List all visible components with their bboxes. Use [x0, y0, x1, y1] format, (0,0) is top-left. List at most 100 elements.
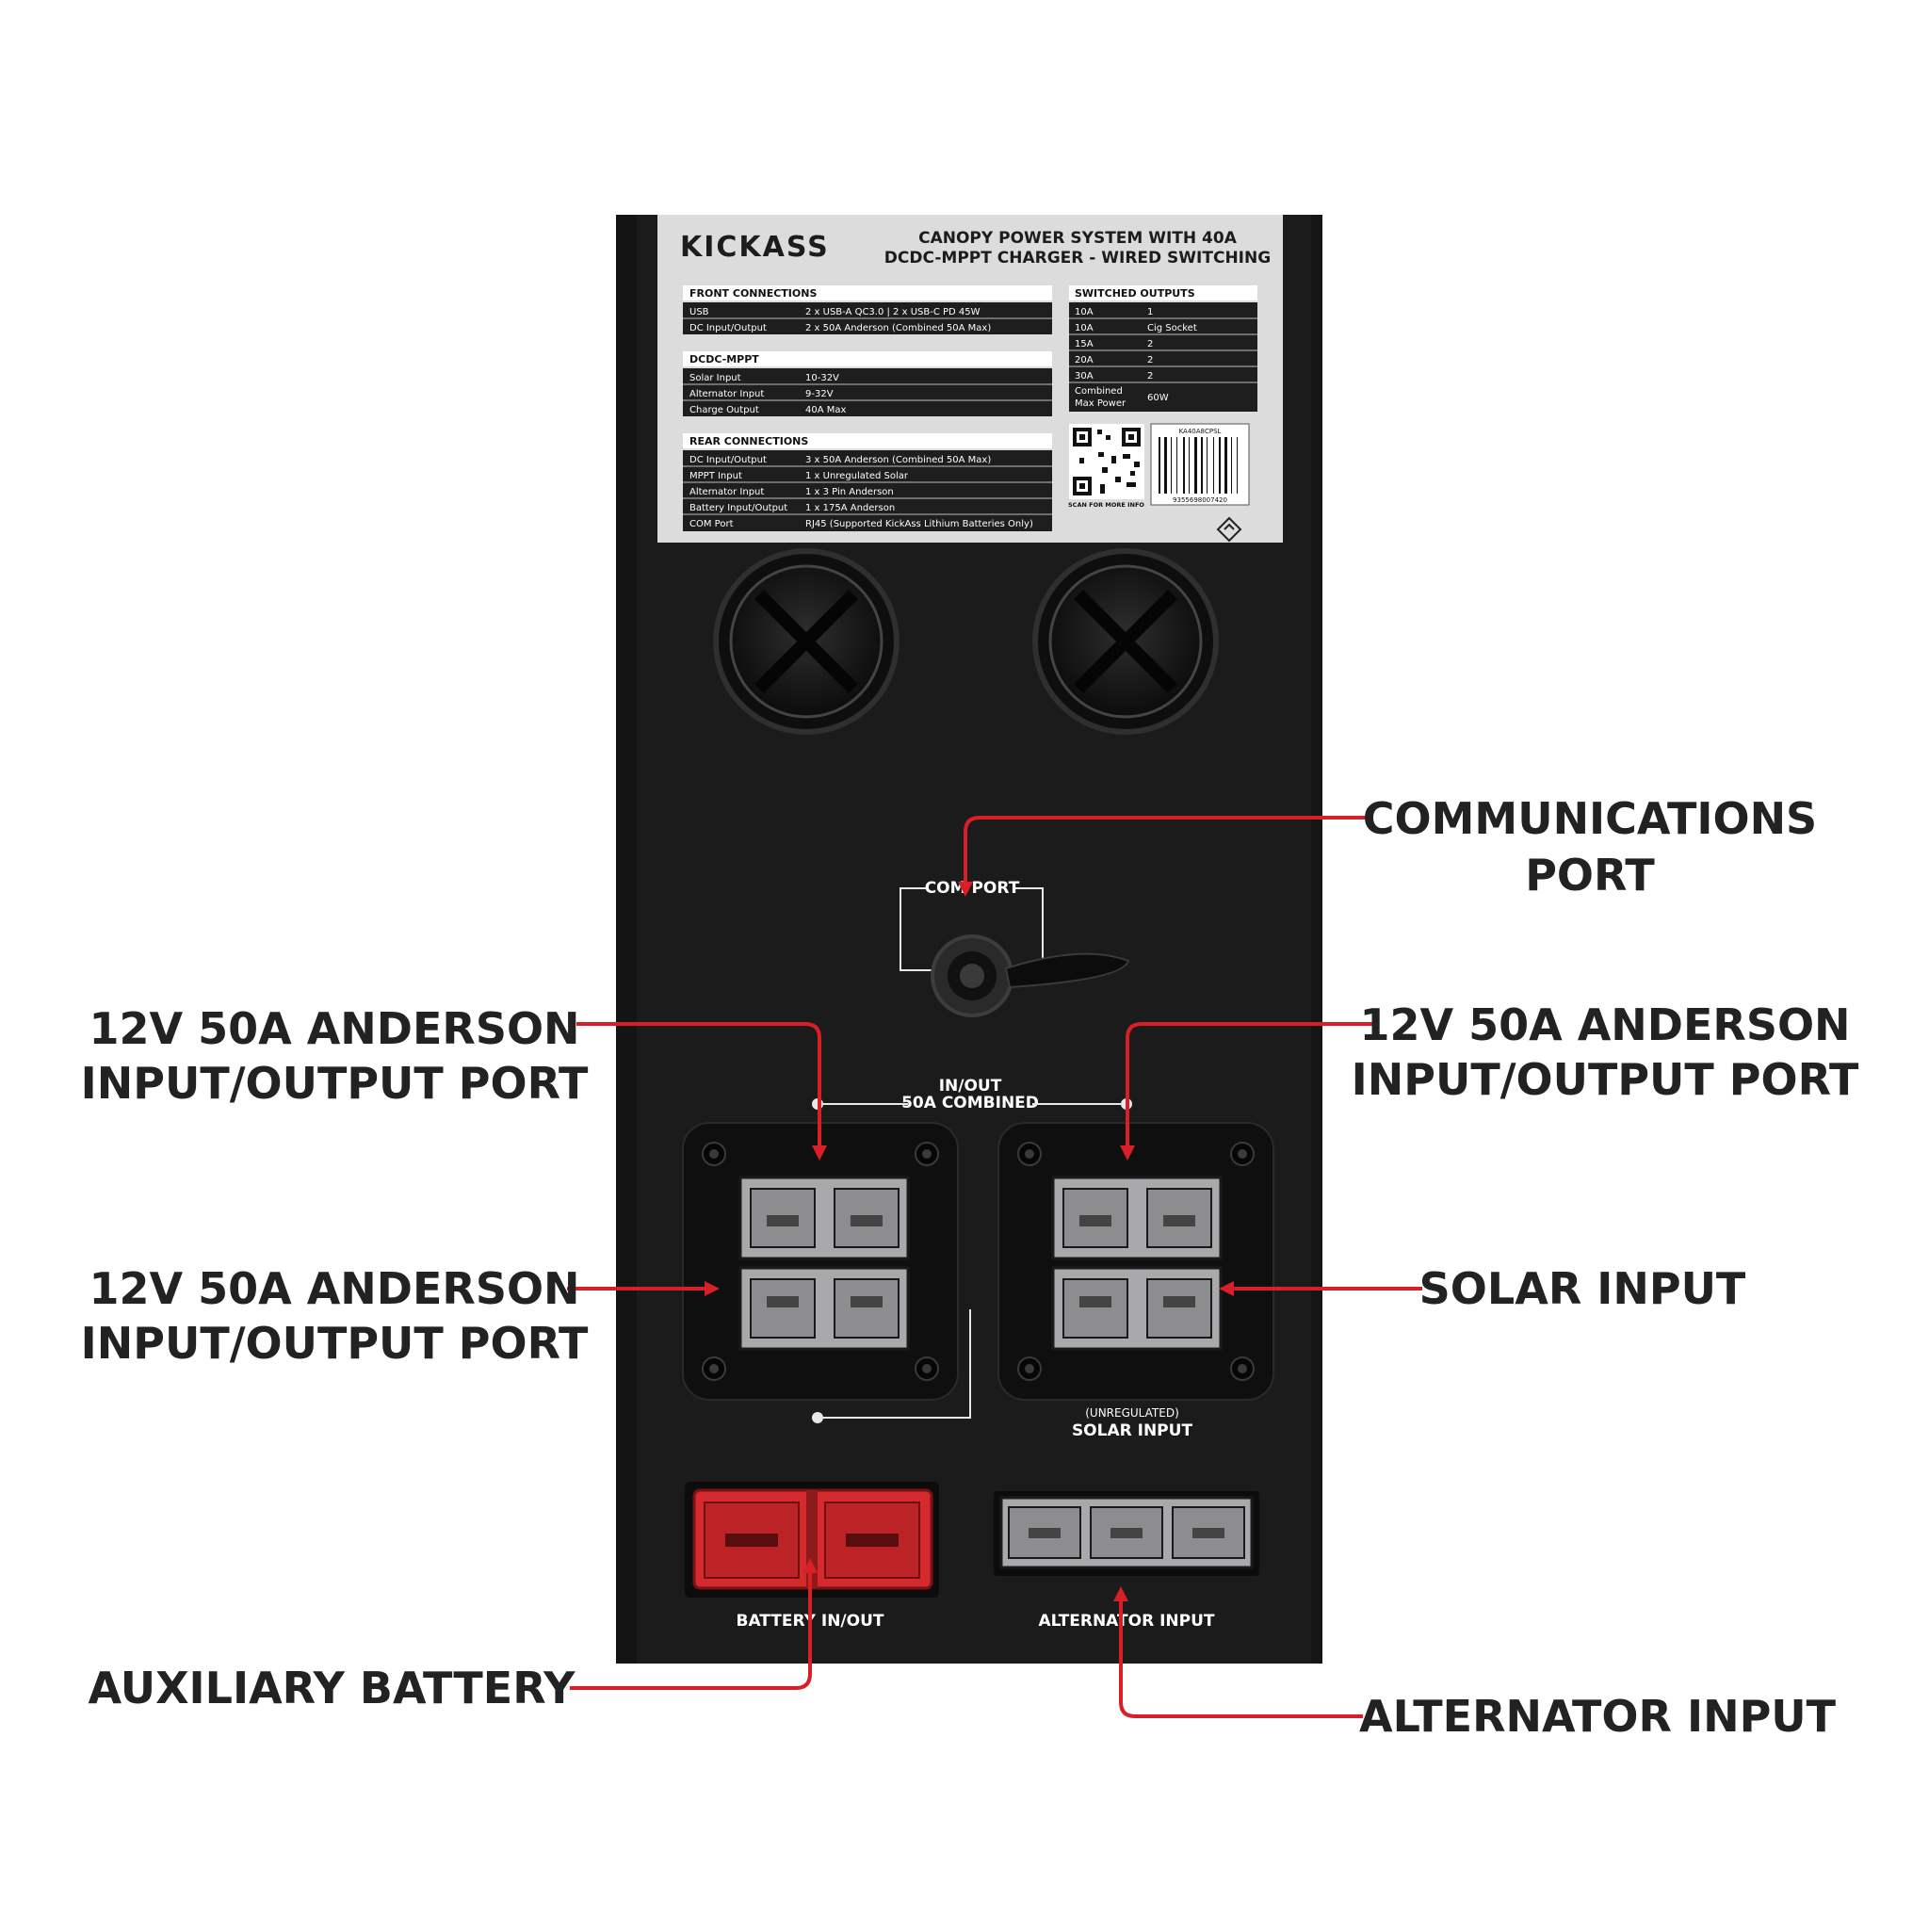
switched-row-label: 10A: [1075, 307, 1094, 317]
rear-row-value: RJ45 (Supported KickAss Lithium Batterie…: [805, 519, 1033, 529]
barcode-bar: [1171, 437, 1172, 494]
screw-icon: [1017, 1142, 1042, 1166]
switched-combined-label: Max Power: [1075, 398, 1127, 409]
callout-anderson-bottom-left-line1: 12V 50A ANDERSON: [89, 1263, 579, 1314]
barcode: KA40A8CPSL 9355698007420: [1150, 423, 1250, 506]
alternator-anderson-connector: [994, 1491, 1259, 1576]
callout-auxiliary-battery: AUXILIARY BATTERY: [89, 1663, 576, 1713]
cable-grommet-left: [713, 548, 900, 735]
barcode-bar: [1231, 437, 1232, 494]
front-row-value: 2 x 50A Anderson (Combined 50A Max): [805, 323, 991, 333]
kickass-logo: KICKASS: [680, 231, 830, 264]
switched-outputs-table: SWITCHED OUTPUTS 10A 1 10A Cig Socket 15…: [1069, 285, 1257, 412]
spec-label-plate: KICKASS CANOPY POWER SYSTEM WITH 40A DCD…: [657, 215, 1283, 543]
switched-row-value: 2: [1147, 339, 1153, 349]
leader-alternator-input: [1113, 1586, 1363, 1718]
dcdc-row-value: 9-32V: [805, 389, 834, 399]
anderson-connector-top-left: [738, 1176, 910, 1260]
anderson-connector-bottom-left: [738, 1266, 910, 1351]
rear-row-label: Battery Input/Output: [689, 503, 787, 513]
screw-icon: [702, 1356, 726, 1381]
dcdc-row-value: 40A Max: [805, 405, 847, 415]
switched-row-value: Cig Socket: [1147, 323, 1197, 333]
callout-anderson-top-left-line1: 12V 50A ANDERSON: [89, 1003, 579, 1054]
barcode-bar: [1189, 437, 1190, 494]
barcode-bar: [1164, 437, 1167, 494]
sku-text: KA40A8CPSL: [1179, 428, 1222, 435]
screw-icon: [702, 1142, 726, 1166]
qr-caption: SCAN FOR MORE INFO: [1068, 501, 1144, 509]
com-port-label: COM PORT: [925, 879, 1020, 898]
callout-communications-line1: COMMUNICATIONS: [1363, 793, 1817, 844]
rear-connections-header: REAR CONNECTIONS: [689, 435, 808, 447]
leader-anderson-top-right: [1120, 1022, 1377, 1161]
device-enclosure-edge-right: [1311, 215, 1322, 1664]
front-row-value: 2 x USB-A QC3.0 | 2 x USB-C PD 45W: [805, 307, 981, 317]
qr-code: SCAN FOR MORE INFO: [1068, 424, 1144, 509]
callout-anderson-top-right-line2: INPUT/OUTPUT PORT: [1352, 1054, 1859, 1105]
rear-row-label: Alternator Input: [689, 487, 764, 497]
barcode-bar: [1194, 437, 1197, 494]
switched-combined-label: Combined: [1075, 386, 1123, 397]
barcode-bar: [1237, 437, 1238, 494]
switched-row-value: 2: [1147, 371, 1153, 382]
switched-row-label: 10A: [1075, 323, 1094, 333]
dcdc-header: DCDC-MPPT: [689, 353, 759, 365]
callout-anderson-top-left-line2: INPUT/OUTPUT PORT: [81, 1058, 589, 1109]
front-connections-table: FRONT CONNECTIONS USB 2 x USB-A QC3.0 | …: [683, 285, 1052, 334]
product-title-line1: CANOPY POWER SYSTEM WITH 40A: [918, 229, 1238, 248]
leader-anderson-top-left: [576, 1022, 827, 1161]
callout-anderson-top-right-line1: 12V 50A ANDERSON: [1359, 999, 1850, 1050]
screw-icon: [915, 1356, 939, 1381]
callout-leaders: [567, 816, 1422, 1718]
barcode-bar: [1213, 437, 1214, 494]
product-title-line2: DCDC-MPPT CHARGER - WIRED SWITCHING: [884, 249, 1271, 268]
rear-row-label: MPPT Input: [689, 471, 742, 481]
barcode-bar: [1207, 437, 1208, 494]
callout-anderson-bottom-left-line2: INPUT/OUTPUT PORT: [81, 1318, 589, 1369]
front-row-label: USB: [689, 307, 709, 317]
inout-label-line1: IN/OUT: [939, 1077, 1002, 1096]
barcode-bar: [1201, 437, 1203, 494]
anderson-block-right: [997, 1122, 1274, 1401]
solar-sub-label: (UNREGULATED): [1085, 1406, 1179, 1420]
switched-row-label: 15A: [1075, 339, 1094, 349]
compliance-mark-icon: [1216, 516, 1242, 543]
switched-row-label: 20A: [1075, 355, 1094, 365]
callout-alternator-input: ALTERNATOR INPUT: [1359, 1691, 1837, 1742]
rear-row-label: DC Input/Output: [689, 455, 767, 465]
barcode-bar: [1219, 437, 1221, 494]
screw-icon: [1017, 1356, 1042, 1381]
rear-row-value: 1 x Unregulated Solar: [805, 471, 909, 481]
dcdc-row-label: Charge Output: [689, 405, 759, 415]
screw-icon: [1230, 1356, 1255, 1381]
switched-outputs-header: SWITCHED OUTPUTS: [1075, 287, 1195, 300]
switched-row-value: 2: [1147, 355, 1153, 365]
dcdc-row-label: Solar Input: [689, 373, 741, 383]
rear-connections-table: REAR CONNECTIONS DC Input/Output 3 x 50A…: [683, 433, 1052, 531]
callout-solar-input: SOLAR INPUT: [1419, 1263, 1746, 1314]
screw-icon: [915, 1142, 939, 1166]
switched-row-label: 30A: [1075, 371, 1094, 382]
rear-row-value: 3 x 50A Anderson (Combined 50A Max): [805, 455, 991, 465]
barcode-bar: [1159, 437, 1160, 494]
inout-label-line2: 50A COMBINED: [901, 1094, 1039, 1112]
barcode-bar: [1183, 437, 1185, 494]
anderson-connector-top-right: [1051, 1176, 1223, 1260]
rear-row-value: 1 x 175A Anderson: [805, 503, 895, 513]
barcode-bars: [1159, 437, 1238, 494]
alternator-panel-label: ALTERNATOR INPUT: [1038, 1612, 1214, 1631]
callout-communications-line2: PORT: [1525, 850, 1655, 901]
rear-row-label: COM Port: [689, 519, 734, 529]
dcdc-mppt-table: DCDC-MPPT Solar Input 10-32V Alternator …: [683, 351, 1052, 416]
dcdc-row-label: Alternator Input: [689, 389, 764, 399]
front-connections-header: FRONT CONNECTIONS: [689, 287, 817, 300]
leader-auxiliary-battery: [570, 1558, 818, 1690]
screw-icon: [1230, 1142, 1255, 1166]
anderson-block-left: [682, 1122, 959, 1401]
barcode-bar: [1176, 437, 1177, 494]
rear-row-value: 1 x 3 Pin Anderson: [805, 487, 894, 497]
cable-grommet-right: [1032, 548, 1219, 735]
